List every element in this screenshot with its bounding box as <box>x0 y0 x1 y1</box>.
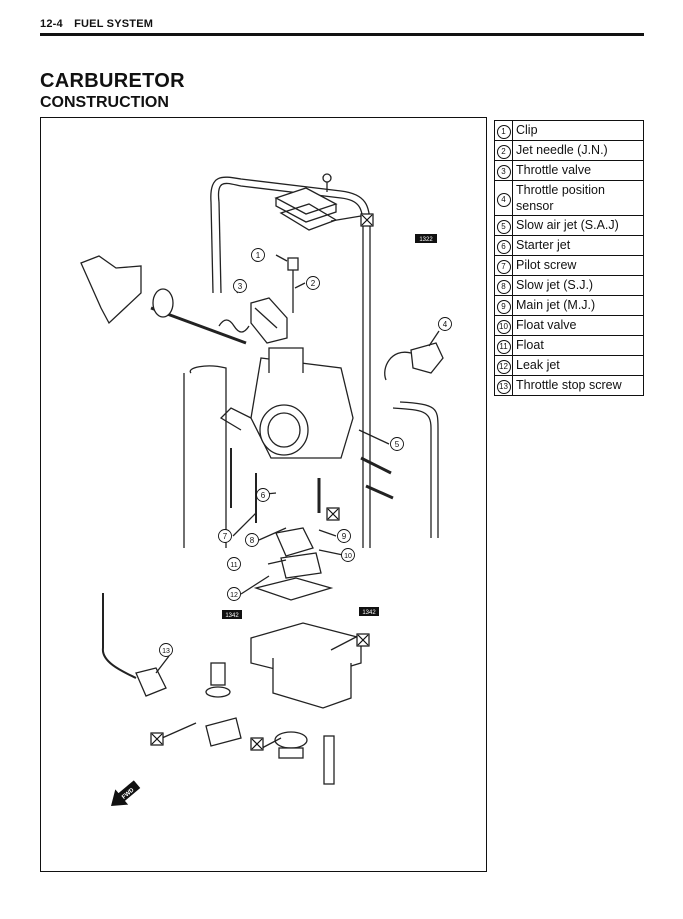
callout-11: 11 <box>230 562 237 569</box>
page-title: CARBURETOR <box>40 70 185 92</box>
carburetor-drawing: 1322 1342 1342 1 2 3 4 5 6 7 8 9 10 11 1… <box>80 173 452 806</box>
legend-number: 11 <box>496 340 511 354</box>
tag-label: 1342 <box>359 607 379 616</box>
legend-number: 9 <box>496 300 511 314</box>
callout-2: 2 <box>311 279 316 288</box>
legend-number: 5 <box>496 220 511 234</box>
tag-label-text: 1342 <box>362 610 376 616</box>
legend-number: 8 <box>496 280 511 294</box>
legend-number: 13 <box>496 380 511 394</box>
section-name: FUEL SYSTEM <box>74 18 154 30</box>
legend-label: Throttle stop screw <box>512 375 644 396</box>
callout-6: 6 <box>261 491 266 500</box>
callout-3: 3 <box>238 282 243 291</box>
legend-label: Clip <box>512 120 644 141</box>
callout-9: 9 <box>342 532 347 541</box>
legend-number: 1 <box>496 125 511 139</box>
legend-label: Slow air jet (S.A.J) <box>512 215 644 236</box>
tag-label: 1342 <box>222 610 242 619</box>
callout-4: 4 <box>443 320 448 329</box>
legend-label: Slow jet (S.J.) <box>512 275 644 296</box>
legend-number: 12 <box>496 360 511 374</box>
legend-number: 7 <box>496 260 511 274</box>
callout-12: 12 <box>230 592 238 599</box>
legend-label: Float valve <box>512 315 644 336</box>
tag-label-text: 1322 <box>419 237 433 243</box>
legend-label: Main jet (M.J.) <box>512 295 644 316</box>
legend-number: 6 <box>496 240 511 254</box>
callout-1: 1 <box>256 251 261 260</box>
callout-7: 7 <box>223 532 228 541</box>
legend-label: Leak jet <box>512 355 644 376</box>
legend-number: 4 <box>496 192 511 207</box>
legend-label: Throttle position sensor <box>512 180 644 216</box>
legend-label: Pilot screw <box>512 255 644 276</box>
exploded-diagram: 1322 1342 1342 1 2 3 4 5 6 7 8 9 10 11 1… <box>40 117 487 872</box>
page-number: 12-4 <box>40 18 63 30</box>
legend-number: 3 <box>496 165 511 179</box>
page-subtitle: CONSTRUCTION <box>40 94 169 111</box>
legend-number: 2 <box>496 145 511 159</box>
legend-label: Throttle valve <box>512 160 644 181</box>
callout-5: 5 <box>395 440 400 449</box>
legend-label: Float <box>512 335 644 356</box>
tag-label: 1322 <box>415 234 437 243</box>
legend-label: Jet needle (J.N.) <box>512 140 644 161</box>
legend-label: Starter jet <box>512 235 644 256</box>
tag-label-text: 1342 <box>225 613 239 619</box>
callout-8: 8 <box>250 536 255 545</box>
callout-13: 13 <box>162 648 170 655</box>
callout-10: 10 <box>344 553 352 560</box>
legend-number: 10 <box>496 320 511 334</box>
page-header: 12-4 FUEL SYSTEM <box>40 18 161 30</box>
header-rule <box>40 33 644 36</box>
